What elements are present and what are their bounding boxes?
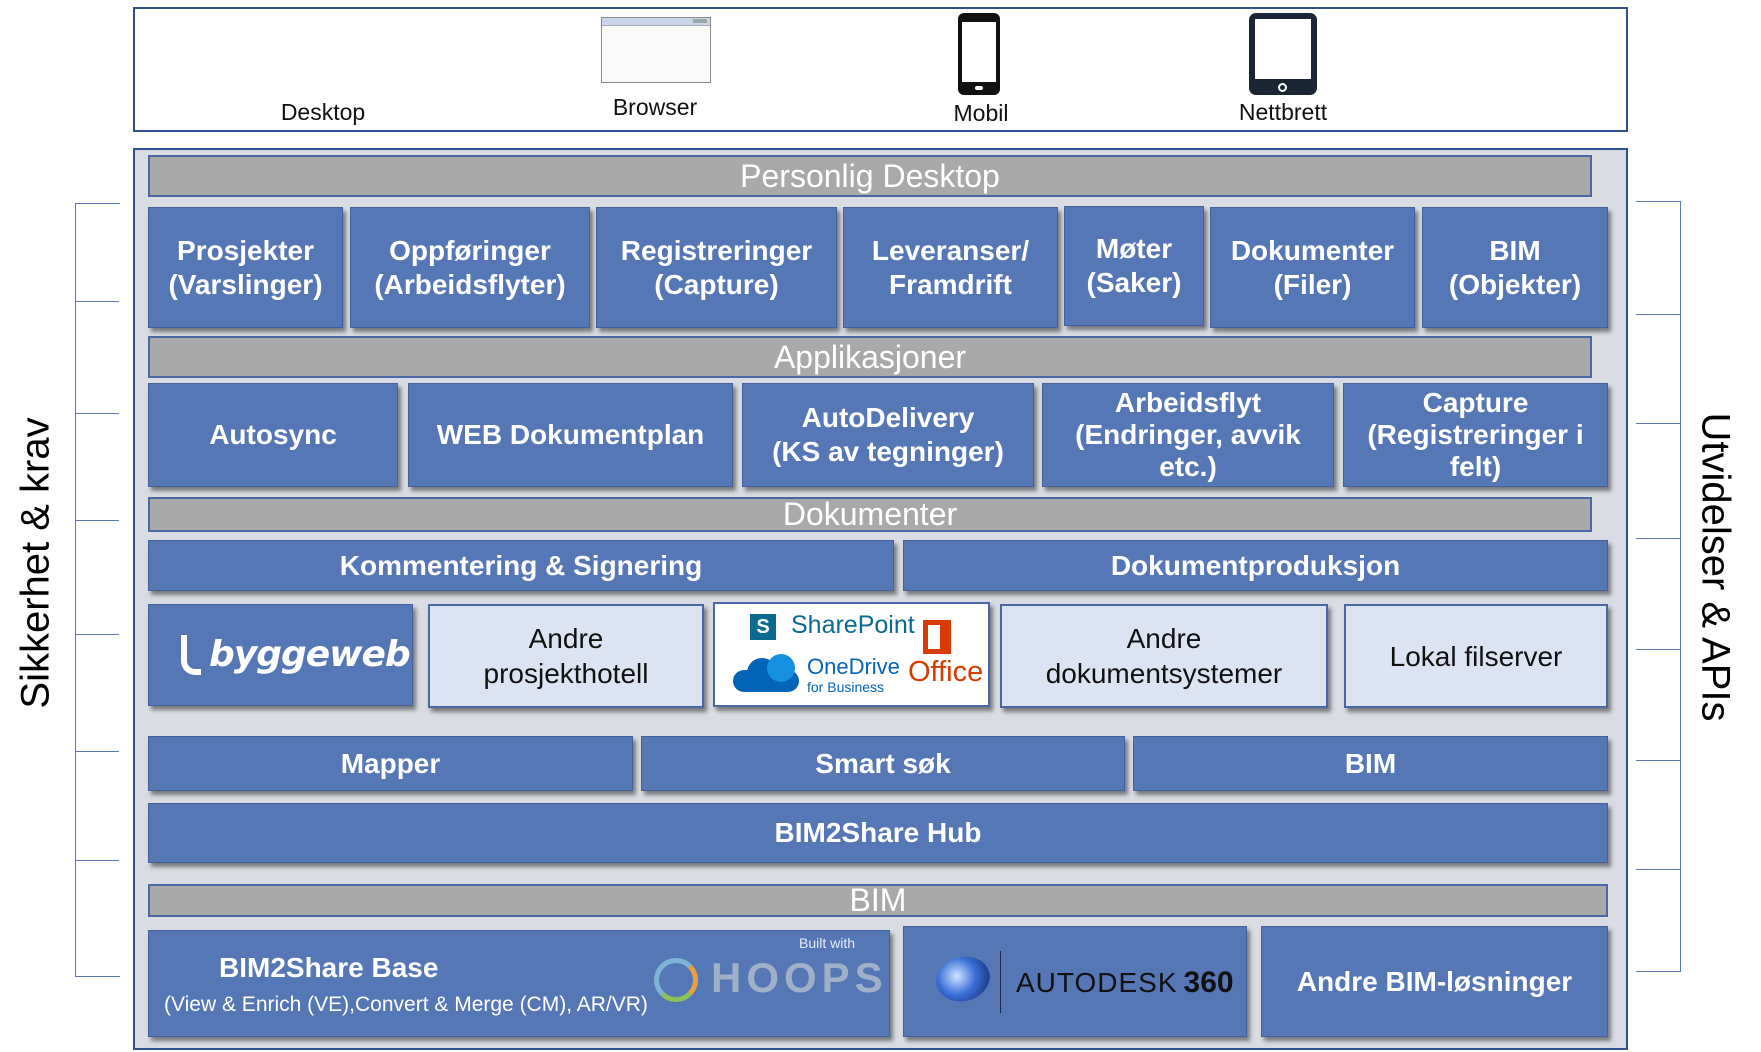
right-bracket-tick — [1636, 649, 1680, 650]
box-bim2share-hub: BIM2Share Hub — [148, 803, 1608, 863]
desktop-label: Desktop — [280, 99, 366, 125]
box-folders: Mapper — [148, 736, 633, 791]
browser-icon — [601, 17, 711, 83]
onedrive-sub-label: for Business — [807, 679, 885, 695]
box-line: Andre — [1126, 623, 1202, 654]
byggeweb-logo-icon — [181, 635, 201, 675]
right-side-label: Utvidelser & APIs — [1693, 412, 1738, 722]
box-web-document-plan: WEB Dokumentplan — [408, 383, 733, 487]
box-line: dokumentsystemer — [1045, 658, 1283, 689]
box-line: prosjekthotell — [483, 658, 649, 689]
right-bracket — [1636, 201, 1681, 972]
box-line: Capture — [1422, 386, 1529, 418]
autodesk-number: 360 — [1183, 966, 1234, 999]
box-line: Andre — [528, 623, 604, 654]
box-local-fileserver: Lokal filserver — [1344, 604, 1608, 708]
autodesk-label: AUTODESK — [1016, 967, 1178, 998]
tablet-icon — [1249, 13, 1317, 95]
box-registrations: Registreringer(Capture) — [596, 207, 837, 328]
box-line: (Objekter) — [1448, 268, 1582, 300]
box-line: Dokumenter — [1230, 234, 1395, 266]
box-entries: Oppføringer(Arbeidsflyter) — [350, 207, 590, 328]
left-bracket-tick — [75, 751, 119, 752]
hoops-built-with: Built with — [799, 935, 856, 951]
browser-label: Browser — [612, 94, 698, 120]
box-line: AutoDelivery — [801, 402, 975, 434]
box-microsoft-tools: S SharePoint OneDrive for Business Offic… — [713, 602, 990, 707]
box-document-production: Dokumentproduksjon — [903, 540, 1608, 591]
section-personal-desktop: Personlig Desktop — [148, 155, 1592, 197]
box-line: BIM — [1489, 234, 1541, 266]
box-line: Prosjekter — [177, 234, 314, 266]
device-strip: Desktop Browser Mobil Nettbrett — [133, 7, 1628, 132]
hoops-logo-icon — [654, 958, 698, 1002]
box-line: (Varslinger) — [168, 268, 323, 300]
left-side-label: Sikkerhet & krav — [13, 417, 58, 709]
left-bracket-tick — [75, 520, 119, 521]
office-label: Office — [908, 656, 984, 688]
left-bracket-tick — [75, 860, 119, 861]
box-other-document-systems: Andre dokumentsystemer — [1000, 604, 1328, 708]
right-bracket-tick — [1636, 538, 1680, 539]
box-meetings: Møter(Saker) — [1064, 206, 1204, 326]
box-other-project-hotels: Andre prosjekthotell — [428, 604, 704, 708]
right-bracket-tick — [1636, 423, 1680, 424]
base-description: (View & Enrich (VE),Convert & Merge (CM)… — [164, 993, 648, 1016]
box-line: (Filer) — [1273, 268, 1352, 300]
left-bracket — [75, 203, 120, 977]
box-projects: Prosjekter(Varslinger) — [148, 207, 343, 328]
box-line: Framdrift — [889, 268, 1012, 300]
onedrive-icon — [733, 654, 801, 692]
box-byggeweb: byggeweb — [148, 604, 413, 706]
sharepoint-icon: S — [750, 614, 776, 640]
box-line: Møter — [1095, 233, 1173, 265]
sharepoint-label: SharePoint — [791, 611, 915, 639]
box-line: (Arbeidsflyter) — [374, 268, 566, 300]
box-line: Leveranser/ — [871, 234, 1030, 266]
right-bracket-tick — [1636, 760, 1680, 761]
section-applications: Applikasjoner — [148, 336, 1592, 378]
onedrive-label: OneDrive — [807, 654, 900, 679]
byggeweb-logo-text: byggeweb — [209, 634, 411, 676]
base-title: BIM2Share Base — [219, 952, 439, 983]
tablet-label: Nettbrett — [1238, 99, 1328, 125]
box-line: etc.) — [1159, 451, 1217, 483]
box-comment-sign: Kommentering & Signering — [148, 540, 894, 591]
box-line: Registreringer — [620, 234, 813, 266]
autodesk-logo-icon — [931, 950, 995, 1008]
left-bracket-tick — [75, 301, 119, 302]
mobile-icon — [958, 13, 1000, 95]
box-line: (Endringer, avvik — [1075, 418, 1301, 450]
right-bracket-tick — [1636, 869, 1680, 870]
box-other-bim-solutions: Andre BIM-løsninger — [1261, 926, 1608, 1037]
box-autosync: Autosync — [148, 383, 398, 487]
section-documents: Dokumenter — [148, 496, 1592, 532]
box-autodelivery: AutoDelivery(KS av tegninger) — [742, 383, 1034, 487]
box-deliveries: Leveranser/Framdrift — [843, 207, 1058, 328]
box-documents: Dokumenter(Filer) — [1210, 207, 1415, 328]
box-bim-hub: BIM — [1133, 736, 1608, 791]
box-line: felt) — [1449, 451, 1502, 483]
box-line: (Capture) — [654, 268, 779, 300]
box-line: (KS av tegninger) — [772, 436, 1004, 467]
hoops-logo-text: HOOPS — [711, 954, 888, 1001]
box-line: Arbeidsflyt — [1114, 386, 1262, 418]
section-bim: BIM — [148, 882, 1608, 918]
box-bim-objects: BIM(Objekter) — [1422, 207, 1608, 328]
box-line: (Saker) — [1086, 267, 1182, 298]
office-icon — [923, 620, 951, 654]
left-bracket-tick — [75, 634, 119, 635]
box-line: (Registreringer i — [1367, 418, 1584, 450]
right-bracket-tick — [1636, 314, 1680, 315]
autodesk-divider — [1000, 951, 1001, 1013]
mobile-label: Mobil — [953, 100, 1009, 126]
box-line: Oppføringer — [389, 234, 551, 266]
left-bracket-tick — [75, 413, 119, 414]
box-smart-search: Smart søk — [641, 736, 1125, 791]
box-bim2share-base: BIM2Share Base (View & Enrich (VE),Conve… — [148, 930, 890, 1037]
